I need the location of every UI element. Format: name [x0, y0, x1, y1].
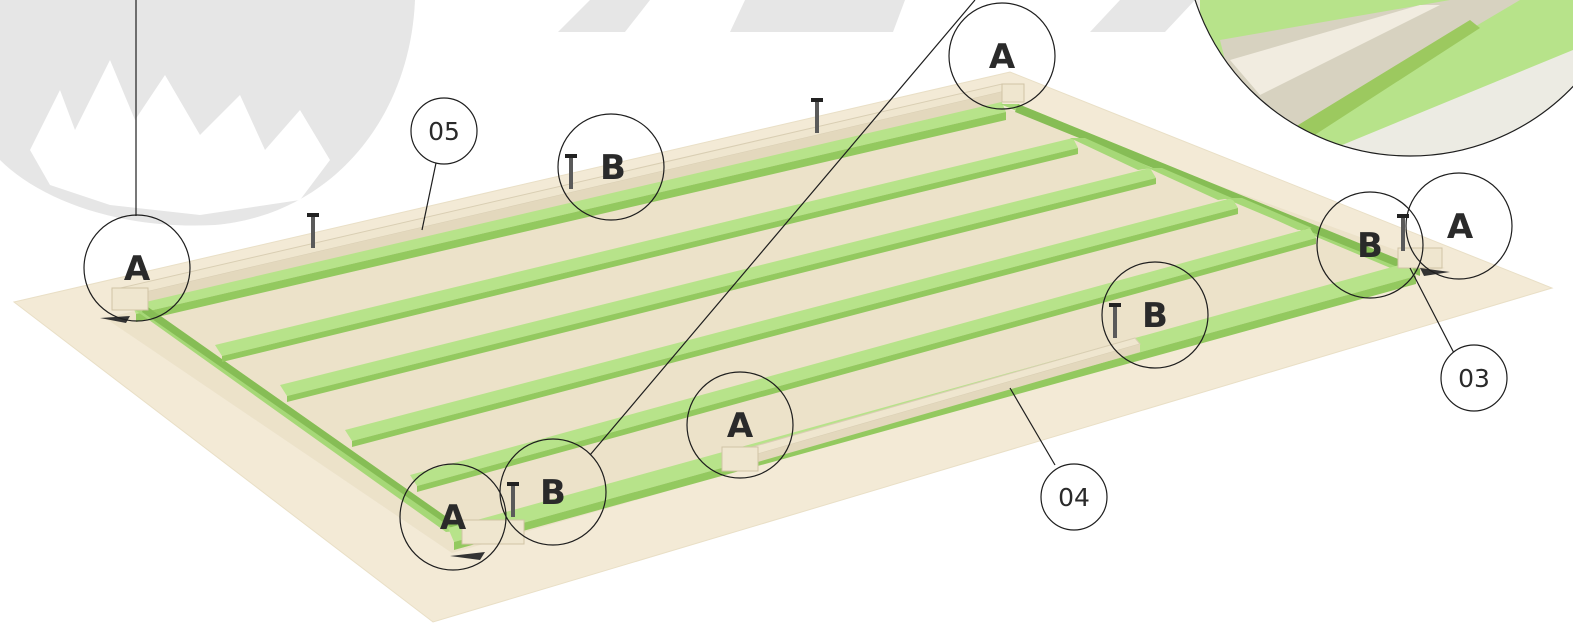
screw-icon — [811, 98, 823, 133]
callout-label: A — [727, 406, 754, 446]
screw-icon — [1397, 214, 1409, 251]
joist-3-side — [352, 208, 1238, 447]
leader-diagonal — [589, 0, 976, 456]
screw-icon — [307, 213, 319, 248]
corner-block-top — [1001, 83, 1025, 103]
beam-left-side — [142, 305, 466, 538]
rail-back-front-face — [120, 90, 1010, 308]
leader-03 — [1409, 267, 1456, 356]
callout-label: B — [540, 473, 566, 513]
callout-label: A — [124, 249, 151, 289]
joist-3 — [345, 198, 1238, 441]
leader-05 — [421, 162, 437, 231]
watermark-flame-cutout — [30, 60, 330, 215]
callout-label: A — [989, 37, 1016, 77]
screws — [307, 98, 1409, 517]
joist-1 — [215, 138, 1078, 356]
beam-front-side — [454, 276, 1416, 550]
rail-front-face — [730, 344, 1140, 470]
part-number-03: 03 — [1440, 344, 1508, 412]
watermark-bar-1 — [558, 0, 650, 32]
rail-tip-right — [1420, 268, 1450, 276]
screw-icon — [565, 154, 577, 189]
beam-back-side — [136, 112, 1006, 322]
callout-a-right: A — [1405, 172, 1513, 280]
watermark — [0, 0, 1195, 226]
corner-block-left — [111, 287, 149, 311]
callout-a-bottom: A — [399, 463, 507, 571]
callout-b-top: B — [557, 113, 665, 221]
leader-lines — [135, 0, 1456, 466]
callout-label: A — [1447, 207, 1474, 247]
callout-label: B — [1357, 226, 1383, 266]
cross-piece-1 — [1070, 138, 1152, 170]
cross-piece-3 — [1228, 198, 1312, 230]
joist-1-side — [222, 148, 1078, 362]
part-number-label: 03 — [1458, 364, 1490, 393]
part-number-04: 04 — [1040, 463, 1108, 531]
watermark-bar-3 — [1090, 0, 1195, 32]
rails — [100, 83, 1450, 560]
corner-block-middle — [721, 446, 759, 472]
callout-a-left: A — [83, 214, 191, 322]
callout-b-right-upper: B — [1316, 191, 1424, 299]
callout-label: A — [440, 498, 467, 538]
joist-2-side — [287, 178, 1156, 402]
zoom-detail — [1184, 0, 1573, 157]
screw-icon — [1109, 303, 1121, 338]
callout-a-top: A — [948, 2, 1056, 110]
joists — [215, 138, 1316, 492]
joist-4-side — [417, 238, 1316, 492]
rail-tip-bottom — [450, 552, 485, 560]
screw-icon — [507, 482, 519, 517]
part-number-label: 05 — [428, 117, 460, 146]
callout-label: B — [600, 148, 626, 188]
callout-label: B — [1142, 296, 1168, 336]
rail-tip-left — [100, 316, 130, 323]
callout-a-middle: A — [686, 371, 794, 479]
watermark-bar-2 — [730, 0, 905, 32]
cross-piece-2 — [1148, 168, 1232, 200]
part-number-label: 04 — [1058, 483, 1090, 512]
joist-4 — [410, 228, 1316, 486]
part-number-05: 05 — [410, 97, 478, 165]
corner-block-bottom — [461, 519, 525, 545]
zoom-circle-outline — [1194, 0, 1573, 157]
callout-b-right-lower: B — [1101, 261, 1209, 369]
leader-04 — [1009, 387, 1056, 466]
joist-2 — [280, 168, 1156, 396]
